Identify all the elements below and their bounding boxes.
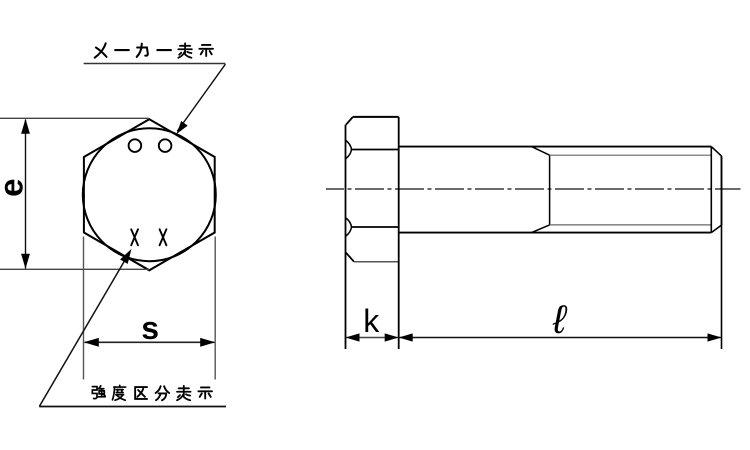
svg-text:k: k: [363, 303, 380, 339]
svg-text:s: s: [141, 310, 159, 346]
svg-text:ℓ: ℓ: [552, 298, 568, 342]
svg-text:e: e: [0, 179, 30, 197]
